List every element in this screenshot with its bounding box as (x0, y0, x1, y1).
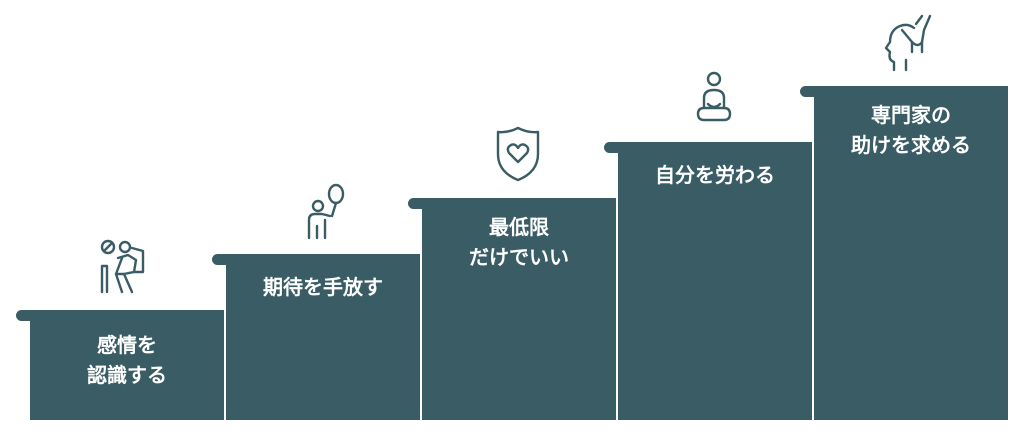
meditation-icon (684, 68, 744, 128)
person-reading-icon (96, 236, 156, 296)
step-label: 期待を手放す (263, 275, 383, 299)
step-label: 認識する (87, 363, 167, 387)
step-label: だけでいい (469, 245, 569, 269)
shield-heart-icon (488, 124, 548, 184)
step-label: 感情を (97, 333, 157, 357)
step-label: 自分を労わる (655, 163, 775, 187)
step-label: 助けを求める (851, 133, 971, 157)
hand-on-head-icon (878, 12, 938, 72)
step-label: 専門家の (871, 103, 951, 127)
step-label: 最低限 (489, 215, 549, 239)
person-balloon-icon (296, 180, 356, 240)
